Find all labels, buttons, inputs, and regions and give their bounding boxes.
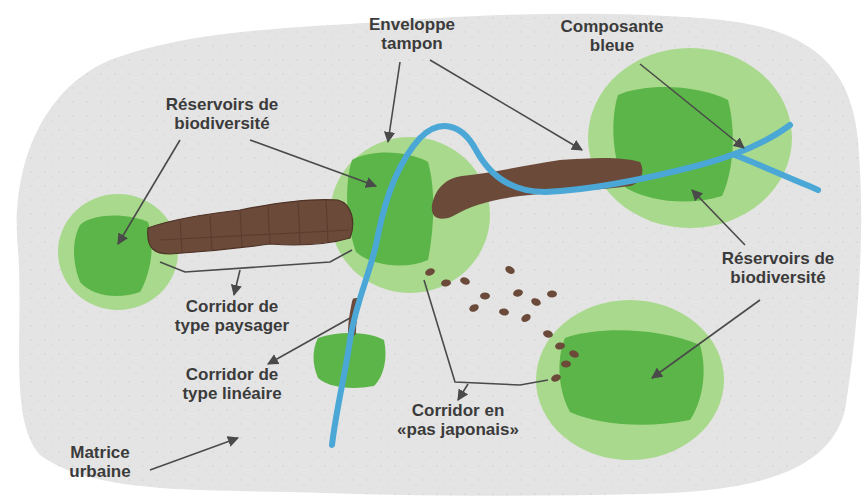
callout-label: Matrice urbaine bbox=[54, 444, 146, 481]
urban-matrix bbox=[17, 14, 861, 496]
stepping-stone-corridor bbox=[424, 264, 580, 383]
landscape-corridor bbox=[432, 158, 643, 219]
callout-label: Corridor de type linéaire bbox=[168, 366, 296, 403]
callout-label: Enveloppe tampon bbox=[360, 16, 464, 53]
callout-label: Corridor en «pas japonais» bbox=[390, 402, 526, 439]
callout-label: Réservoirs de biodiversité bbox=[703, 250, 853, 287]
landscape-corridor bbox=[148, 199, 353, 254]
buffer-envelope bbox=[58, 48, 792, 460]
callout-label: Réservoirs de biodiversité bbox=[147, 96, 297, 133]
callout-label: Corridor de type paysager bbox=[168, 298, 296, 335]
biodiversity-reservoir bbox=[74, 87, 733, 425]
leader-line bbox=[118, 60, 760, 470]
callout-label: Composante bleue bbox=[553, 18, 671, 55]
